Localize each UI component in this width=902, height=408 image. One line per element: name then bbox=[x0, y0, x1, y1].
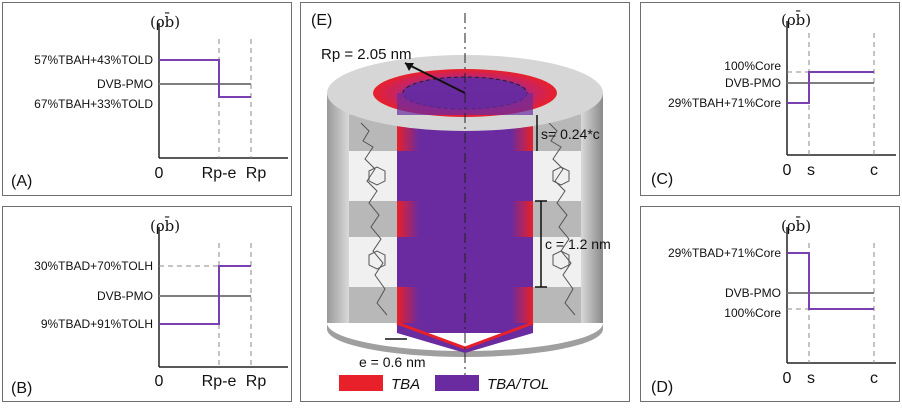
level-mid: DVB-PMO bbox=[725, 286, 781, 300]
panel-e-diagram: (E) bbox=[311, 12, 611, 393]
panel-label: (D) bbox=[651, 379, 673, 396]
tick-zero: 0 bbox=[155, 373, 164, 390]
wedge-edge-left bbox=[396, 321, 466, 350]
panel-b-plot: (ρb̄) 30%TBAD+70%TOLH DVB-PMO 9%TBAD+91%… bbox=[11, 217, 288, 397]
tick-zero: 0 bbox=[783, 162, 792, 179]
level-bottom: 100%Core bbox=[724, 306, 781, 320]
legend-label-tba-tol: TBA/TOL bbox=[487, 376, 549, 393]
level-top: 29%TBAD+71%Core bbox=[668, 246, 781, 260]
level-top: 100%Core bbox=[724, 59, 781, 73]
c-label: c = 1.2 nm bbox=[545, 236, 611, 252]
panel-d: (ρb̄) 29%TBAD+71%Core DVB-PMO 100%Core 0… bbox=[640, 206, 900, 402]
level-mid: DVB-PMO bbox=[97, 289, 153, 303]
panel-label: (C) bbox=[651, 171, 673, 188]
tick-s: s bbox=[807, 370, 815, 387]
level-mid: DVB-PMO bbox=[725, 76, 781, 90]
wedge-top-left bbox=[397, 93, 465, 115]
rp-label: Rp = 2.05 nm bbox=[321, 46, 411, 63]
legend-swatch-tba-tol bbox=[435, 375, 479, 391]
level-bottom: 9%TBAD+91%TOLH bbox=[41, 317, 153, 331]
outer-wall-left bbox=[327, 93, 349, 323]
axis-symbol: (ρb̄) bbox=[150, 217, 180, 235]
tick-rp: Rp bbox=[246, 373, 267, 390]
panel-c-plot: (ρb̄) 100%Core DVB-PMO 29%TBAH+71%Core 0… bbox=[651, 11, 896, 188]
tick-zero: 0 bbox=[155, 165, 164, 182]
axis-symbol: (ρb̄) bbox=[150, 13, 180, 31]
profile-line bbox=[159, 59, 251, 98]
legend-swatch-tba bbox=[339, 375, 383, 391]
e-label: e = 0.6 nm bbox=[359, 354, 426, 370]
level-bottom: 67%TBAH+33%TOLD bbox=[34, 97, 153, 111]
tick-rp: Rp bbox=[246, 165, 267, 182]
axis-symbol: (ρb̄) bbox=[781, 217, 811, 235]
molecular-chains bbox=[360, 122, 576, 316]
tick-rp-e: Rp-e bbox=[202, 373, 237, 390]
profile-line bbox=[787, 71, 874, 104]
wedge-bottom bbox=[397, 323, 533, 353]
legend-label-tba: TBA bbox=[391, 376, 420, 393]
tick-s: s bbox=[807, 162, 815, 179]
tick-zero: 0 bbox=[783, 370, 792, 387]
outer-wall-right bbox=[581, 93, 603, 323]
tick-rp-e: Rp-e bbox=[202, 165, 237, 182]
tick-c: c bbox=[870, 162, 878, 179]
s-label: s= 0.24*c bbox=[541, 126, 600, 142]
axis-symbol: (ρb̄) bbox=[781, 11, 811, 29]
profile-line bbox=[159, 265, 251, 325]
panel-a: (ρb̄) 57%TBAH+43%TOLD DVB-PMO 67%TBAH+33… bbox=[2, 2, 292, 196]
level-mid: DVB-PMO bbox=[97, 77, 153, 91]
right-wall-slice bbox=[533, 115, 581, 323]
panel-label: (A) bbox=[11, 173, 32, 190]
panel-c: (ρb̄) 100%Core DVB-PMO 29%TBAH+71%Core 0… bbox=[640, 2, 900, 196]
panel-e: (E) bbox=[300, 2, 630, 402]
left-wall-slice bbox=[349, 115, 397, 323]
level-top: 30%TBAD+70%TOLH bbox=[34, 259, 153, 273]
tick-c: c bbox=[870, 370, 878, 387]
profile-line bbox=[787, 252, 874, 310]
rp-arrowhead bbox=[405, 63, 414, 71]
level-top: 57%TBAH+43%TOLD bbox=[34, 53, 153, 67]
rp-arrow bbox=[404, 62, 466, 94]
panel-a-plot: (ρb̄) 57%TBAH+43%TOLD DVB-PMO 67%TBAH+33… bbox=[11, 13, 288, 190]
cylinder-bottom-rim bbox=[327, 323, 603, 357]
panel-d-plot: (ρb̄) 29%TBAD+71%Core DVB-PMO 100%Core 0… bbox=[651, 217, 896, 396]
level-bottom: 29%TBAH+71%Core bbox=[668, 96, 781, 110]
panel-b: (ρb̄) 30%TBAD+70%TOLH DVB-PMO 9%TBAD+91%… bbox=[2, 206, 292, 402]
panel-label: (E) bbox=[311, 12, 332, 29]
wedge-edge-right bbox=[464, 321, 534, 350]
wedge-top-right bbox=[465, 93, 533, 115]
panel-label: (B) bbox=[11, 380, 32, 397]
